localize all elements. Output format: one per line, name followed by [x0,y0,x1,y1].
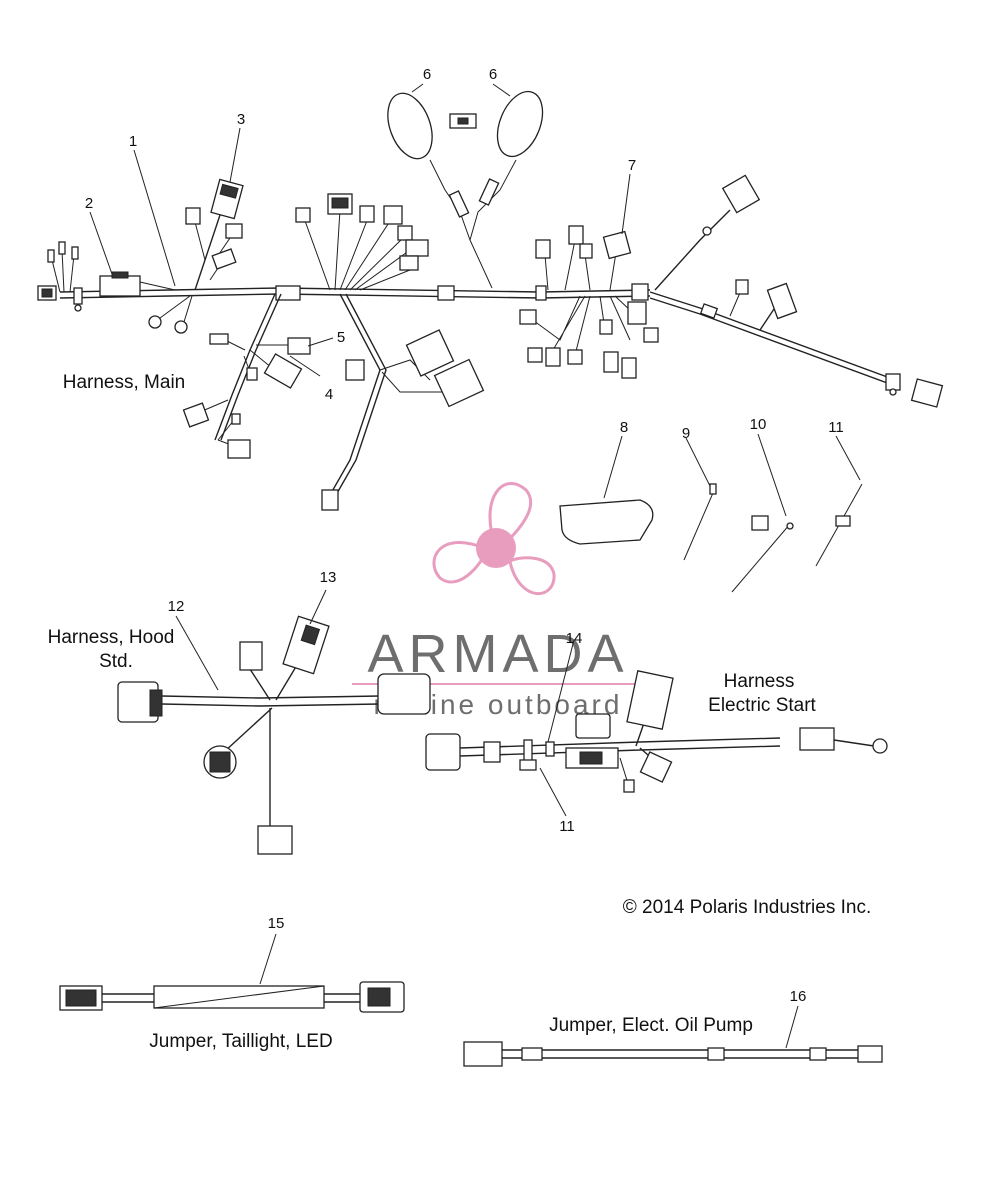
callout-10: 10 [750,416,767,433]
cable-tie-short [683,485,717,561]
captions: Harness, Main Harness, Hood Std. Harness… [48,372,872,1052]
callout-8: 8 [620,419,628,436]
propeller-logo-icon [432,482,556,596]
callout-13: 13 [320,569,337,586]
callout-12: 12 [168,598,185,615]
callout-14: 14 [566,630,583,647]
callout-7: 7 [628,157,636,174]
callout-5: 5 [337,329,345,346]
callout-1: 1 [129,133,137,150]
jumper-taillight-assembly [59,933,405,1013]
loose-parts [559,433,863,593]
callout-numbers: 1 2 3 4 5 6 6 7 8 9 10 11 12 13 14 11 15… [85,66,844,1005]
sleeve-part [559,499,654,545]
callout-2: 2 [85,195,93,212]
caption-harness-electric-line2: Electric Start [708,695,816,716]
callout-9: 9 [682,425,690,442]
caption-harness-hood-line1: Harness, Hood [48,627,175,648]
callout-3: 3 [237,111,245,128]
harness-main-assembly [37,83,944,511]
caption-harness-main: Harness, Main [63,372,186,393]
callout-4: 4 [325,386,333,403]
cable-tie-long [731,523,791,593]
callout-6-right: 6 [489,66,497,83]
caption-jumper-oil-pump: Jumper, Elect. Oil Pump [549,1015,753,1036]
callout-11-top: 11 [828,419,844,436]
copyright-notice: © 2014 Polaris Industries Inc. [623,897,871,918]
callout-15: 15 [268,915,285,932]
caption-harness-hood-line2: Std. [99,651,133,672]
harness-electric-start-assembly [425,639,888,817]
jumper-oil-pump-assembly [463,1005,883,1067]
harness-hood-assembly [117,589,431,855]
caption-jumper-taillight: Jumper, Taillight, LED [149,1031,332,1052]
callout-16: 16 [790,988,807,1005]
callout-6-left: 6 [423,66,431,83]
caption-harness-electric-line1: Harness [724,671,795,692]
callout-11-bottom: 11 [559,818,575,835]
